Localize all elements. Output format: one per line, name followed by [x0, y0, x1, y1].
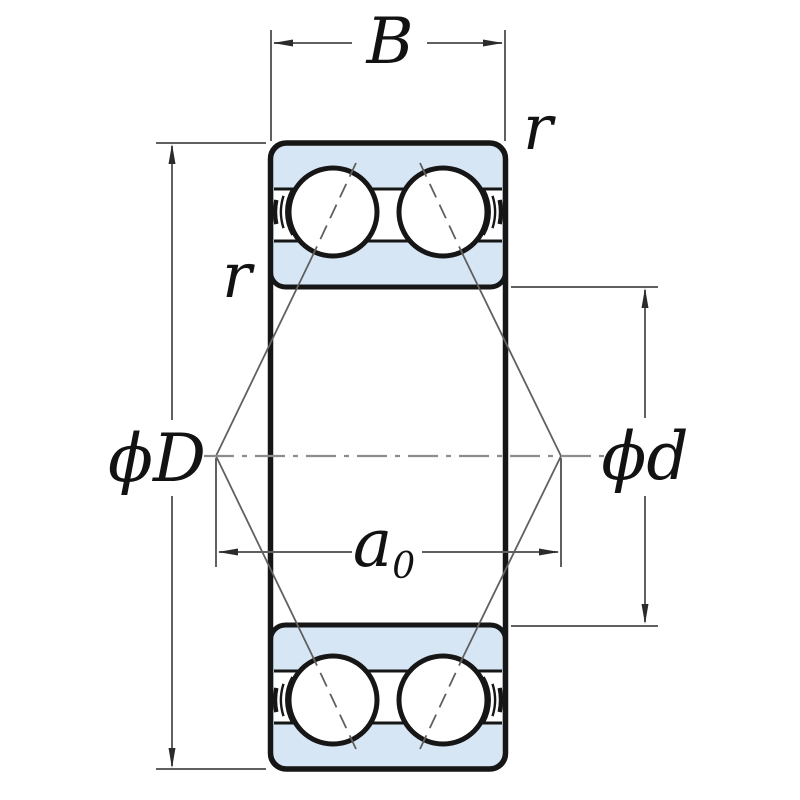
- arrowhead-d-bottom: [641, 604, 649, 624]
- contact-line-top-right: [463, 256, 562, 457]
- dim-outer-diameter: ϕD: [108, 142, 266, 770]
- arrowhead-D-bottom: [168, 748, 176, 768]
- arrowhead-a0-left: [218, 548, 238, 556]
- contact-angle-lines: [215, 162, 562, 750]
- outer-diameter-label: ϕD: [108, 420, 206, 497]
- load-center-label: a0: [353, 505, 415, 587]
- bearing-body: [267, 140, 509, 772]
- dim-inner-diameter: ϕd: [511, 286, 689, 627]
- chamfer-label-top-right: r: [523, 91, 556, 164]
- contact-line-bottom-right: [463, 455, 562, 656]
- bottom-right-seal: [482, 676, 504, 724]
- arrowhead-a0-right: [539, 548, 559, 556]
- contact-line-top-left-dashed: [311, 162, 357, 258]
- contact-line-bottom-left-dashed: [311, 654, 357, 750]
- arrowhead-B-right: [483, 39, 503, 47]
- inner-diameter-label: ϕd: [601, 418, 688, 495]
- contact-line-bottom-right-dashed: [419, 654, 465, 750]
- contact-line-bottom-left: [215, 455, 313, 656]
- width-label: B: [365, 5, 413, 79]
- bottom-left-seal: [272, 676, 294, 724]
- arrowhead-d-top: [641, 288, 649, 308]
- contact-line-top-right-dashed: [419, 162, 465, 258]
- chamfer-label-left: r: [222, 239, 255, 312]
- top-right-seal: [482, 188, 504, 236]
- arrowhead-D-top: [168, 144, 176, 164]
- dim-width-B: B: [270, 5, 506, 141]
- top-left-seal: [272, 188, 294, 236]
- contact-line-top-left: [215, 256, 313, 457]
- dim-load-center-distance: a0: [215, 458, 562, 587]
- arrowhead-B-left: [273, 39, 293, 47]
